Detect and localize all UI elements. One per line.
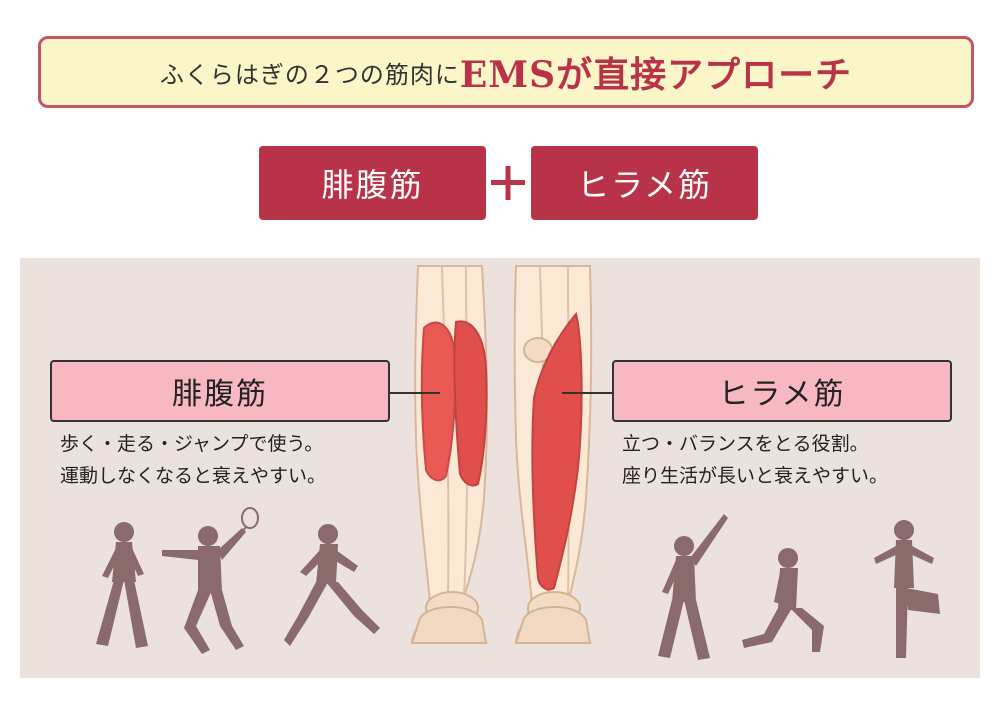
- gastrocnemius-desc-line2: 運動しなくなると衰えやすい。: [60, 465, 327, 487]
- headline-accent-text: EMSが直接アプローチ: [459, 54, 853, 96]
- running-woman-silhouette: [284, 524, 380, 646]
- calf-muscles-illustration: [410, 265, 593, 644]
- gastrocnemius-lateral-head: [453, 320, 488, 487]
- gastrocnemius-desc-line1: 歩く・走る・ジャンプで使う。: [60, 433, 324, 455]
- soleus-connector: [562, 392, 612, 394]
- illustration-panel: [20, 258, 980, 678]
- lunging-woman-silhouette: [742, 548, 824, 652]
- soleus-muscle: [531, 311, 583, 591]
- soleus-desc-line2: 座り生活が長いと衰えやすい。: [622, 465, 889, 487]
- gastrocnemius-description: 歩く・走る・ジャンプで使う。 運動しなくなると衰えやすい。: [60, 428, 326, 492]
- soleus-desc-line1: 立つ・バランスをとる役割。: [622, 433, 869, 455]
- gastrocnemius-connector: [390, 392, 440, 394]
- tree-pose-silhouette: [874, 520, 940, 658]
- soleus-label: ヒラメ筋: [612, 360, 952, 422]
- left-heel-bone: [410, 606, 488, 644]
- walking-woman-silhouette: [96, 522, 148, 648]
- chip-soleus: ヒラメ筋: [531, 146, 758, 220]
- soleus-description: 立つ・バランスをとる役割。 座り生活が長いと衰えやすい。: [622, 428, 888, 492]
- gastrocnemius-label: 腓腹筋: [50, 360, 390, 422]
- plus-icon: [491, 166, 525, 200]
- badminton-player-silhouette: [162, 507, 259, 654]
- headline-banner: ふくらはぎの２つの筋肉に EMSが直接アプローチ: [38, 36, 974, 108]
- gastrocnemius-medial-head: [420, 321, 457, 482]
- headline-lead-text: ふくらはぎの２つの筋肉に: [159, 60, 460, 89]
- stretching-woman-silhouette: [658, 514, 728, 660]
- right-heel-bone: [514, 606, 592, 644]
- chip-gastrocnemius: 腓腹筋: [259, 146, 486, 220]
